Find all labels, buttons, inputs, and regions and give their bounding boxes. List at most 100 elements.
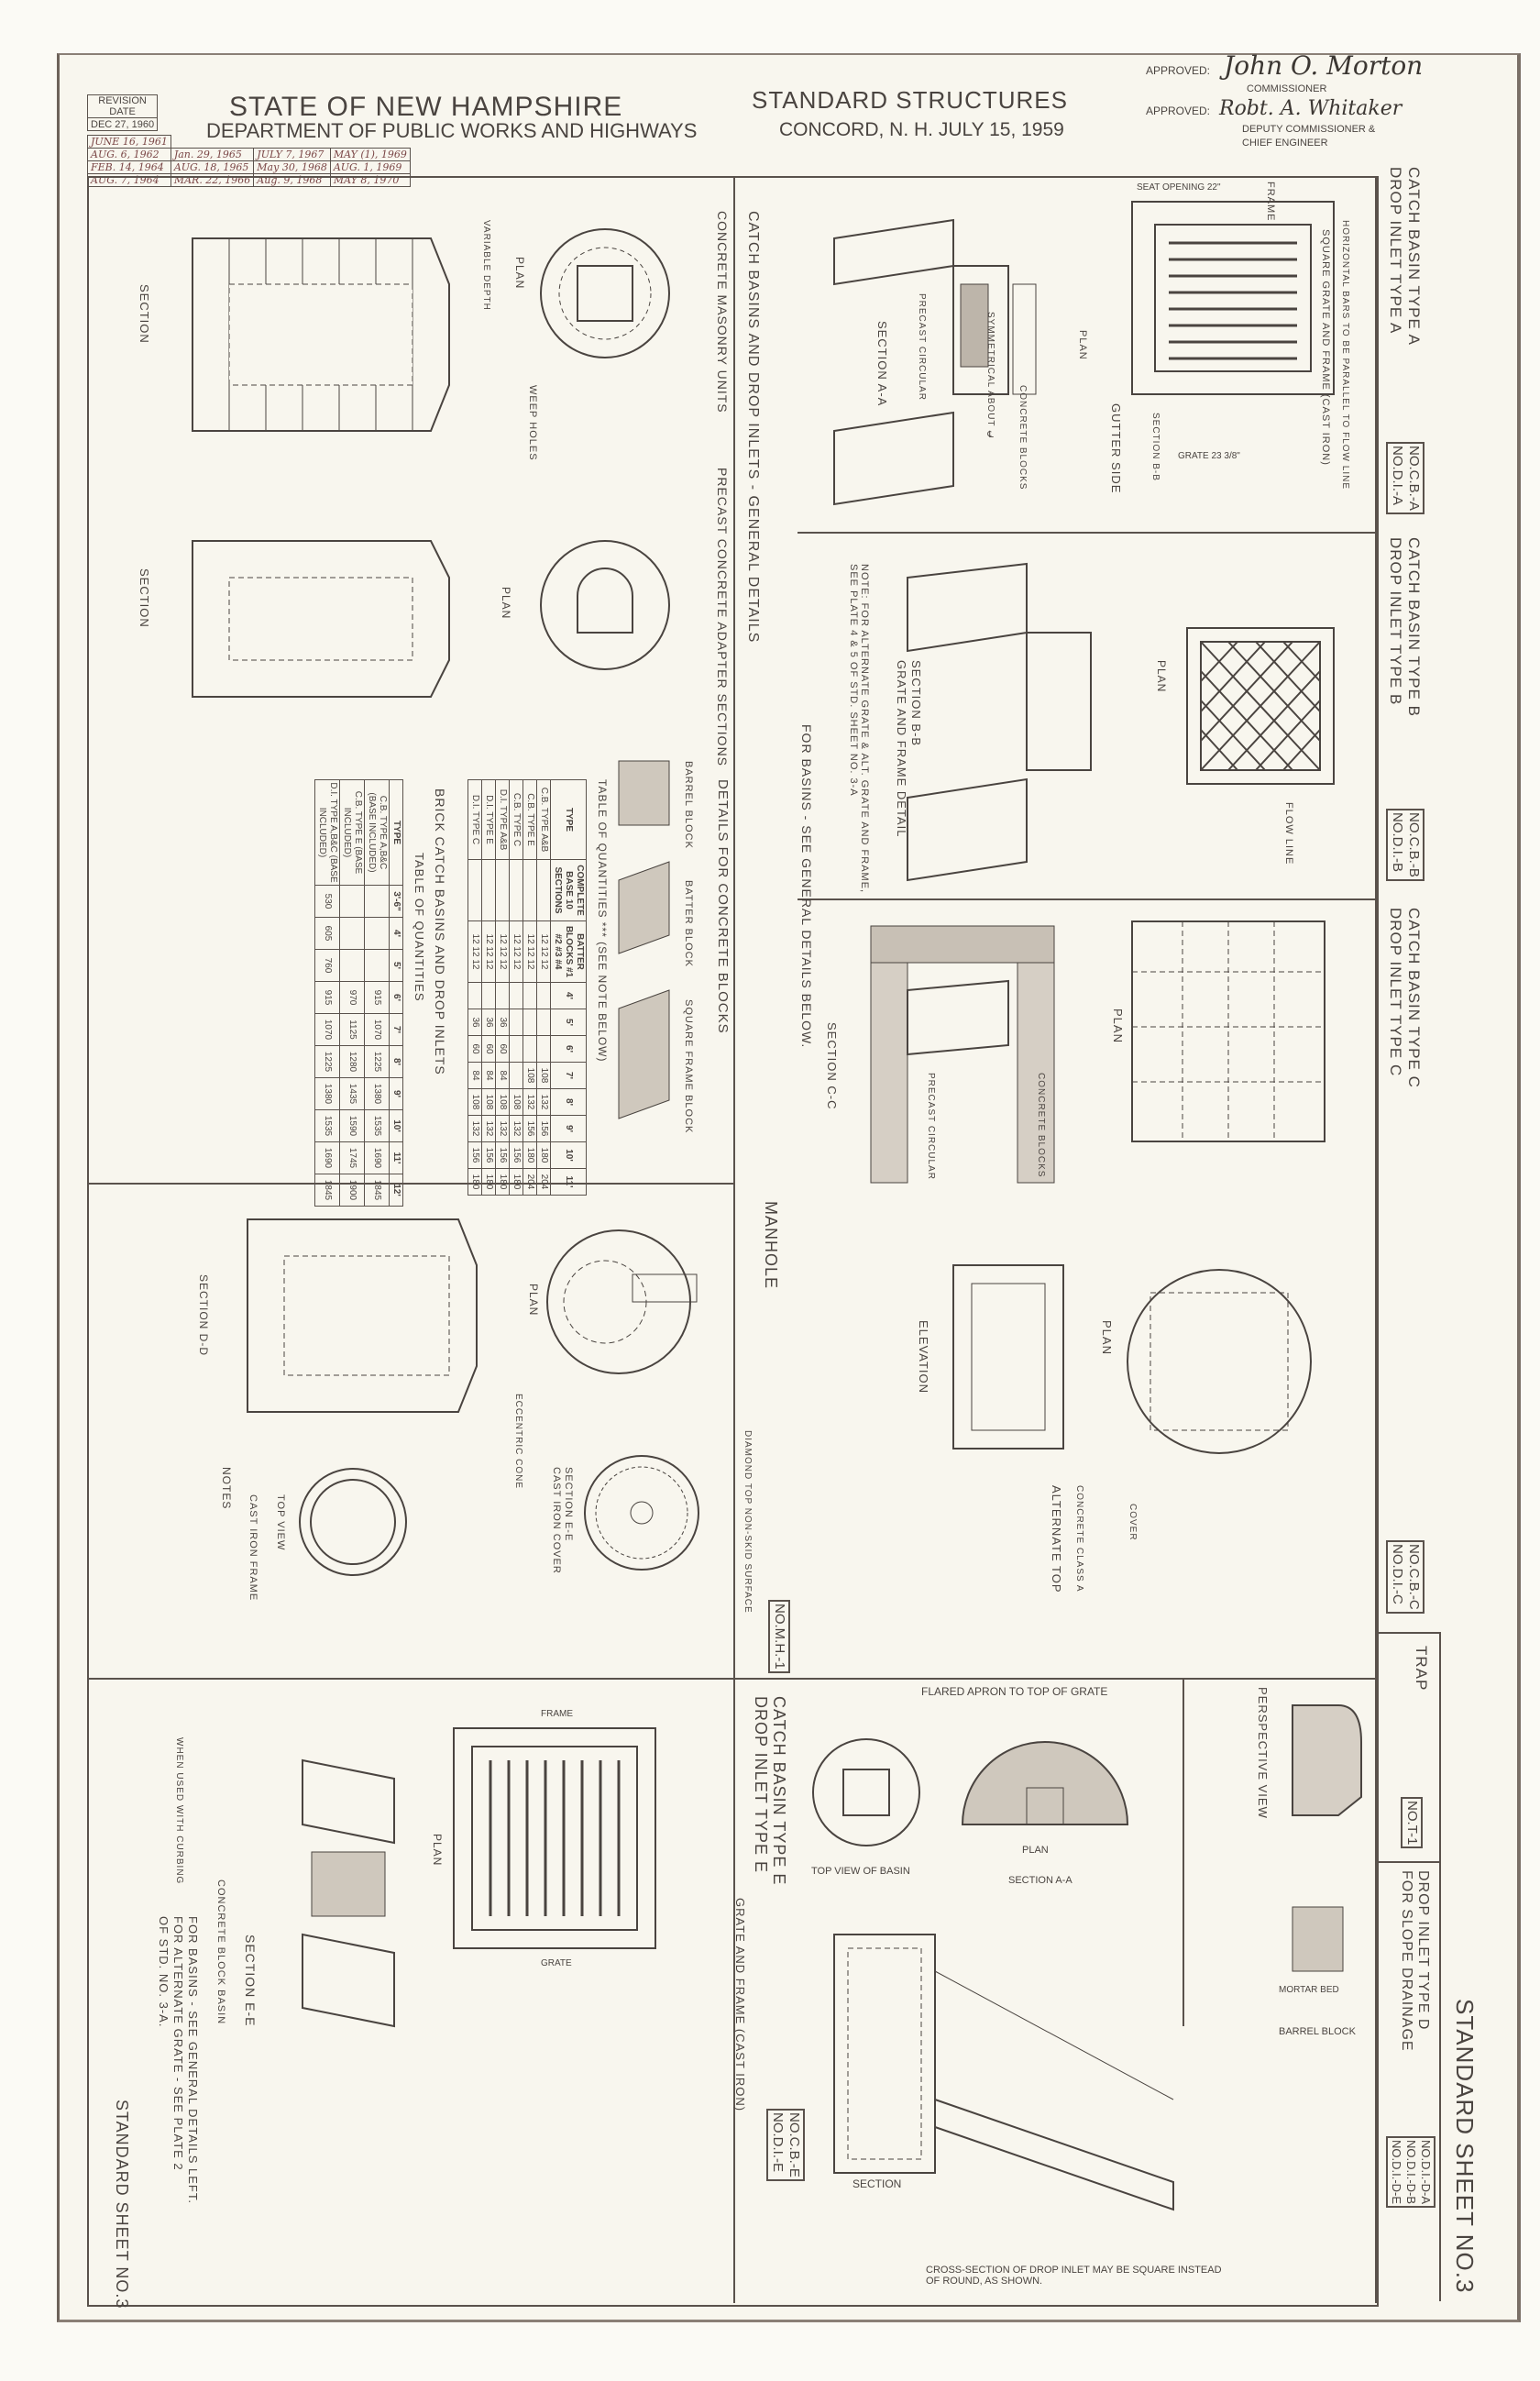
table-cell: C.B. TYPE C	[509, 779, 523, 860]
label-frame: FRAME	[1265, 182, 1276, 222]
title-line: FOR SLOPE DRAINAGE	[1399, 1870, 1414, 2052]
adapter-plan-circle	[532, 532, 678, 678]
table-cell	[339, 917, 365, 950]
label-eccentric-cone: ECCENTRIC CONE	[513, 1394, 523, 1490]
table-cell	[495, 982, 510, 1009]
label-concrete-block-basin: CONCRETE BLOCK BASIN	[215, 1879, 226, 2025]
table-cell: 108	[536, 1062, 551, 1089]
table-cell	[522, 859, 537, 921]
table-cell: 36	[468, 1009, 482, 1036]
table-cell: 1745	[339, 1141, 365, 1174]
manhole-title: MANHOLE	[762, 1201, 780, 1290]
table-cell	[522, 982, 537, 1009]
cb-a-plan-grate	[1128, 197, 1338, 399]
id-line: NO.D.I.-A	[1390, 446, 1405, 506]
date-label-text: DATE	[109, 106, 136, 117]
table-header: TYPE	[389, 779, 403, 886]
label-gutter-side: GUTTER SIDE	[1109, 403, 1123, 494]
table-cell	[536, 1009, 551, 1036]
cb-b-plan-grate	[1182, 623, 1338, 788]
manhole-section	[229, 1201, 486, 1430]
table-cell: 12 12 12	[468, 920, 482, 983]
revision-label-text: REVISION	[98, 95, 147, 106]
id-line: NO.C.B.-B	[1406, 812, 1422, 877]
table-cell: 156	[481, 1141, 496, 1169]
label-plan: PLAN	[431, 1834, 444, 1867]
cb-a-section-a-a	[816, 211, 1054, 513]
label-when-used-with-curbing: WHEN USED WITH CURBING	[174, 1737, 184, 1885]
label-plan: PLAN	[513, 257, 526, 290]
label-elevation: ELEVATION	[917, 1320, 930, 1394]
divider	[1439, 1632, 1441, 2301]
table-cell	[509, 859, 523, 921]
table-header: 6'	[389, 981, 403, 1014]
adapter-section	[174, 513, 468, 724]
id-line: NO.D.I.-B	[1390, 812, 1405, 873]
table-cell: 1070	[364, 1013, 390, 1046]
label-precast-circular: PRECAST CIRCULAR	[926, 1073, 936, 1180]
label-precast-circular: PRECAST CIRCULAR	[917, 293, 927, 401]
di-d-top-view	[807, 1733, 926, 1852]
divider	[87, 1678, 1375, 1680]
table-cell: 108	[522, 1062, 537, 1089]
revision-date: Jan. 29, 1965	[170, 148, 255, 161]
table-cell: 84	[495, 1062, 510, 1089]
deputy-role: DEPUTY COMMISSIONER &	[1242, 124, 1376, 135]
table-cell: 915	[364, 981, 390, 1014]
table-cell: 180	[495, 1168, 510, 1196]
table-cell: 180	[481, 1168, 496, 1196]
cb-e-subtitle: GRATE AND FRAME (CAST IRON)	[733, 1898, 747, 2112]
table-cell: 12 12 12	[495, 920, 510, 983]
title-line: DROP INLET TYPE E	[752, 1696, 770, 1874]
signature-commissioner: John O. Morton	[1224, 50, 1424, 81]
table-cell: 1435	[339, 1077, 365, 1110]
label-top-view-of-basin: TOP VIEW OF BASIN	[811, 1866, 910, 1877]
standard-sheet-number-left: STANDARD SHEET NO.3	[113, 2100, 131, 2309]
table-cell: 108	[495, 1088, 510, 1116]
label-plan: PLAN	[500, 587, 512, 620]
table-cell: 1380	[364, 1077, 390, 1110]
title-line: DROP INLET TYPE A	[1387, 167, 1404, 335]
label-grate-dimension: GRATE 23 3/8"	[1178, 451, 1240, 461]
table-cell	[339, 949, 365, 982]
di-d-note: CROSS-SECTION OF DROP INLET MAY BE SQUAR…	[926, 2265, 1222, 2287]
label-square-grate: SQUARE GRATE AND FRAME (CAST IRON)	[1320, 229, 1331, 466]
chief-engineer-role: CHIEF ENGINEER	[1242, 138, 1328, 149]
label-section: SECTION	[852, 2177, 902, 2190]
general-details-note: FOR BASINS - SEE GENERAL DETAILS BELOW.	[799, 724, 814, 1049]
table-header: TYPE	[550, 779, 587, 860]
table-cell: 156	[495, 1141, 510, 1169]
drawing-border	[87, 176, 1379, 2307]
table-cell: 1535	[314, 1109, 340, 1142]
table-header: 11'	[389, 1141, 403, 1174]
table-cell: 132	[495, 1115, 510, 1142]
title-line: CATCH BASIN TYPE E	[770, 1696, 788, 1886]
label-top-view: TOP VIEW	[275, 1494, 286, 1551]
trap-title: TRAP	[1413, 1646, 1430, 1692]
table-cell	[509, 1009, 523, 1036]
id-line: NO.D.I.-D-E	[1390, 2140, 1403, 2205]
divider	[1182, 1678, 1184, 2026]
table-cell: D.I. TYPE A,B&C (BASE INCLUDED)	[314, 779, 340, 886]
commissioner-role: COMMISSIONER	[1247, 83, 1327, 94]
manhole-plan	[541, 1219, 697, 1384]
table-cell: 1535	[364, 1109, 390, 1142]
table-cell: 915	[314, 981, 340, 1014]
table-cell: C.B. TYPE E (BASE INCLUDED)	[339, 779, 365, 886]
label-line: SECTION B-B	[909, 660, 923, 747]
cb-c-elevation	[935, 1256, 1082, 1458]
table-cell	[364, 885, 390, 918]
table-cell: 180	[509, 1168, 523, 1196]
table-cell: 60	[495, 1035, 510, 1063]
